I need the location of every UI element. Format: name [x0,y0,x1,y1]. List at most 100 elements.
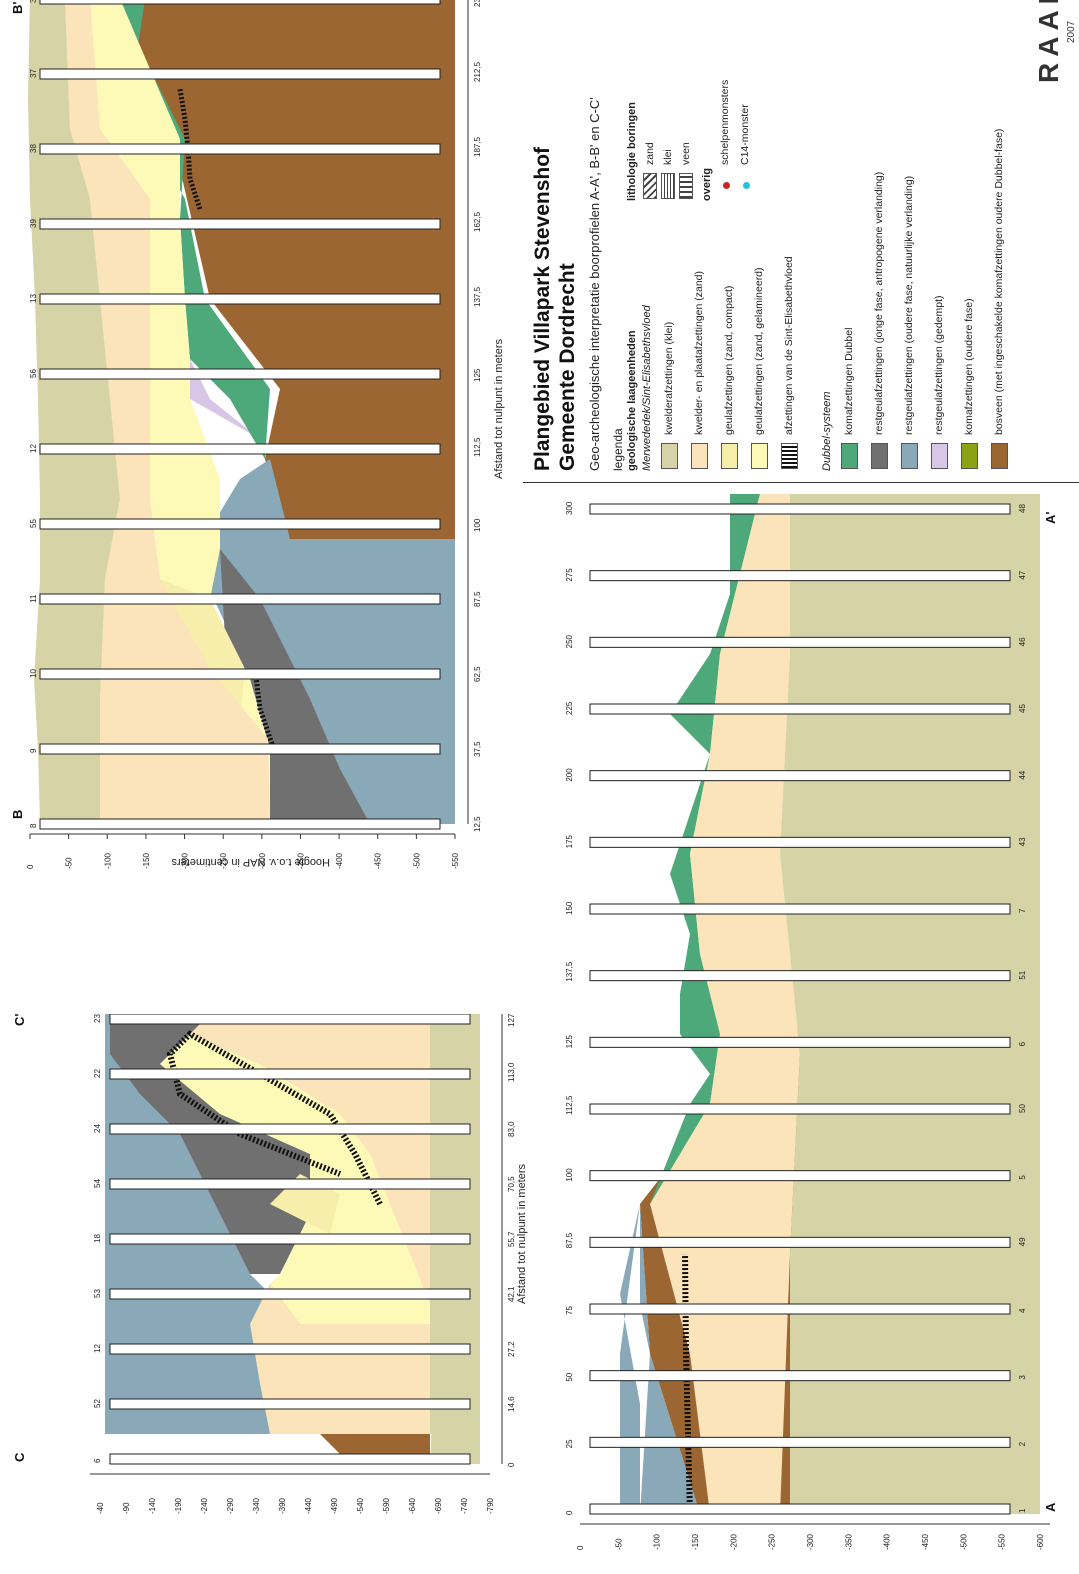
legend-swatch [751,443,768,469]
y-tick-label: 0 [26,864,35,869]
boring-column [39,818,441,830]
boring-label: 47 [1018,570,1027,579]
profile-b: 8910115512561339383736 0-50-100-150-200-… [10,0,520,999]
profile-b-end-label: B' [10,2,25,14]
x-tick-label: 75 [565,1306,574,1315]
x-tick-label: 175 [565,834,574,848]
x-tick-label: 112,5 [473,437,482,457]
legend-unit-label: kwelder- en plaatafzettingen (zand) [693,270,705,435]
x-tick-label: 87,5 [565,1232,574,1248]
legend-unit-label: restgeulafzettingen (gedempt) [933,295,945,436]
boring-column [39,293,441,305]
y-tick-label: -200 [729,1533,738,1550]
legend-unit-label: afzettingen van de Sint-Elisabethvloed [783,256,795,435]
profile-a-svg: 12344955065174344454647480-50-100-150-20… [565,494,1058,1550]
y-tick-label: -240 [200,1497,209,1514]
legend-swatch [721,443,738,469]
y-tick-label: -340 [252,1497,261,1514]
boring-label: 49 [1018,1237,1027,1246]
boring-column [39,668,441,680]
overig-heading: overig [701,167,713,201]
legend-subtitle-municipality: Gemeente Dordrecht [556,263,579,471]
legend-swatch [991,443,1008,469]
overig-label: schelpenmonsters [719,79,731,165]
x-tick-label: 0 [565,1510,574,1515]
x-tick-label: 70,5 [507,1176,516,1192]
boring-column [589,970,1011,982]
y-tick-label: -190 [174,1497,183,1514]
y-tick-label: -790 [486,1497,495,1514]
boring-label: 44 [1018,770,1027,779]
boring-column [109,1233,471,1245]
boring-column [39,0,441,5]
boring-column [589,1503,1011,1515]
boring-column [589,570,1011,582]
boring-column [589,1036,1011,1048]
boring-column [589,903,1011,915]
boring-label: 24 [93,1124,102,1133]
boring-column [39,368,441,380]
x-tick-label: 100 [473,518,482,532]
boring-column [589,1170,1011,1182]
litho-swatch [679,173,693,199]
y-tick-label: -490 [330,1497,339,1514]
y-tick-label: -690 [434,1497,443,1514]
profile-c-xlabel: Afstand tot nulpunt in meters [516,1163,528,1304]
litho-label: zand [644,142,656,165]
boring-label: 18 [93,1234,102,1243]
y-tick-label: -350 [844,1533,853,1550]
boring-column [589,636,1011,648]
boring-column [589,503,1011,515]
x-tick-label: 87,5 [473,591,482,607]
y-tick-label: -150 [691,1533,700,1550]
y-tick-label: -300 [258,852,267,869]
boring-column [109,1123,471,1135]
y-tick-label: -500 [959,1533,968,1550]
legend-swatch [841,443,858,469]
y-tick-label: -640 [408,1497,417,1514]
x-tick-label: 250 [565,634,574,648]
boring-column [589,1370,1011,1382]
boring-label: 10 [29,669,38,678]
x-tick-label: 37,5 [473,741,482,757]
boring-label: 36 [29,0,38,3]
x-tick-label: 50 [565,1372,574,1381]
boring-column [109,1343,471,1355]
overig-marker [723,182,730,189]
y-tick-label: -350 [296,852,305,869]
y-tick-label: -290 [226,1497,235,1514]
legend-wrapper: Plangebied Villapark Stevenshof Gemeente… [523,0,1079,483]
boring-label: 22 [93,1069,102,1078]
y-tick-label: -100 [103,852,112,869]
y-tick-label: -140 [148,1497,157,1514]
x-tick-label: 212,5 [473,61,482,82]
boring-label: 50 [1018,1104,1027,1113]
boring-column [39,68,441,80]
boring-label: 46 [1018,637,1027,646]
x-tick-label: 42,1 [507,1286,516,1302]
boring-label: 13 [29,294,38,303]
x-tick-label: 25 [565,1439,574,1448]
y-tick-label: -40 [96,1502,105,1514]
boring-column [589,1236,1011,1248]
y-tick-label: -390 [278,1497,287,1514]
y-tick-label: -400 [335,852,344,869]
y-tick-label: -50 [614,1538,623,1550]
boring-label: 51 [1018,970,1027,979]
boring-label: 37 [29,69,38,78]
boring-column [109,1453,471,1465]
boring-column [109,1178,471,1190]
x-tick-label: 162,5 [473,211,482,232]
boring-column [589,836,1011,848]
legend-unit-label: geulafzettingen (zand, compact) [723,285,735,435]
y-tick-label: -250 [768,1533,777,1550]
legend-title: Plangebied Villapark Stevenshof [531,146,554,471]
boring-label: 11 [29,594,38,603]
legend-unit-label: komafzettingen Dubbel [843,327,855,435]
x-tick-label: 275 [565,568,574,582]
boring-column [109,1398,471,1410]
x-tick-label: 150 [565,901,574,915]
x-tick-label: 27,2 [507,1341,516,1357]
profile-a-end-label: A' [1043,512,1058,524]
